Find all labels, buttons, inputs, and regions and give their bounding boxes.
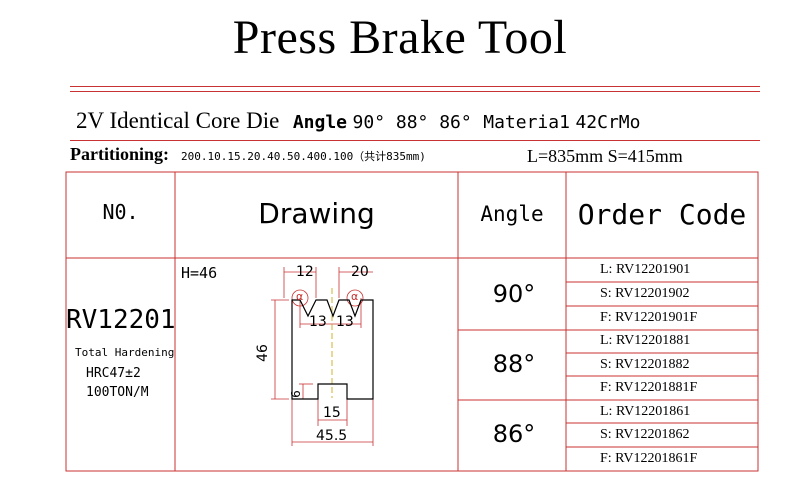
header-divider xyxy=(70,91,760,92)
partitioning: Partitioning: 200.10.15.20.40.50.400.100… xyxy=(70,144,426,165)
alpha-left: α xyxy=(296,290,304,303)
material-value: 42CrMo xyxy=(575,112,641,133)
dim-width: 45.5 xyxy=(316,428,348,444)
order-code-86-f: F: RV12201861F xyxy=(600,451,698,466)
note-tonnage: 100TON/M xyxy=(86,385,149,400)
angle-values: 90° 88° 86° xyxy=(352,112,472,133)
dim-height: 46 xyxy=(254,344,271,362)
note-hrc: HRC47±2 xyxy=(86,366,141,381)
dim-mid-left: 13 xyxy=(309,314,327,330)
angle-row-1: 90° xyxy=(492,280,536,308)
angle-row-2: 88° xyxy=(492,350,536,378)
subtitle-divider xyxy=(70,140,760,141)
die-name: 2V Identical Core Die xyxy=(76,108,280,133)
dim-top-right: 20 xyxy=(351,264,369,280)
angle-label: Angle xyxy=(292,112,348,133)
drawing-height: H=46 xyxy=(181,264,218,282)
dim-mid-right: 13 xyxy=(336,314,354,330)
material-label: Materia1 xyxy=(483,112,570,133)
page-title: Press Brake Tool xyxy=(232,11,568,64)
order-code-88-s: S: RV12201882 xyxy=(600,357,690,372)
header-drawing: Drawing xyxy=(258,197,375,230)
order-code-90-f: F: RV12201901F xyxy=(600,310,698,325)
order-code-86-s: S: RV12201862 xyxy=(600,427,690,442)
header-angle: Angle xyxy=(480,202,544,226)
angle-row-3: 86° xyxy=(492,420,536,448)
title-divider xyxy=(70,86,760,87)
model-number: RV12201 xyxy=(66,305,176,335)
alpha-right: α xyxy=(351,290,359,303)
dim-slot-height: 6 xyxy=(288,390,303,398)
partitioning-label: Partitioning: xyxy=(70,144,169,164)
subtitle: 2V Identical Core Die Angle 90° 88° 86° … xyxy=(76,108,640,134)
note-hardening: Total Hardening xyxy=(75,346,175,359)
order-code-88-l: L: RV12201881 xyxy=(600,333,691,348)
length-dims: L=835mm S=415mm xyxy=(527,146,683,166)
order-code-90-s: S: RV12201902 xyxy=(600,286,690,301)
order-code-90-l: L: RV12201901 xyxy=(600,262,691,277)
order-code-88-f: F: RV12201881F xyxy=(600,380,698,395)
dim-slot-width: 15 xyxy=(323,405,341,421)
header-no: N0. xyxy=(102,200,139,224)
die-drawing xyxy=(271,267,374,446)
order-code-86-l: L: RV12201861 xyxy=(600,404,691,419)
header-order-code: Order Code xyxy=(577,198,747,231)
partitioning-value: 200.10.15.20.40.50.400.100（共计835mm) xyxy=(181,150,426,163)
dim-top-left: 12 xyxy=(296,264,314,280)
